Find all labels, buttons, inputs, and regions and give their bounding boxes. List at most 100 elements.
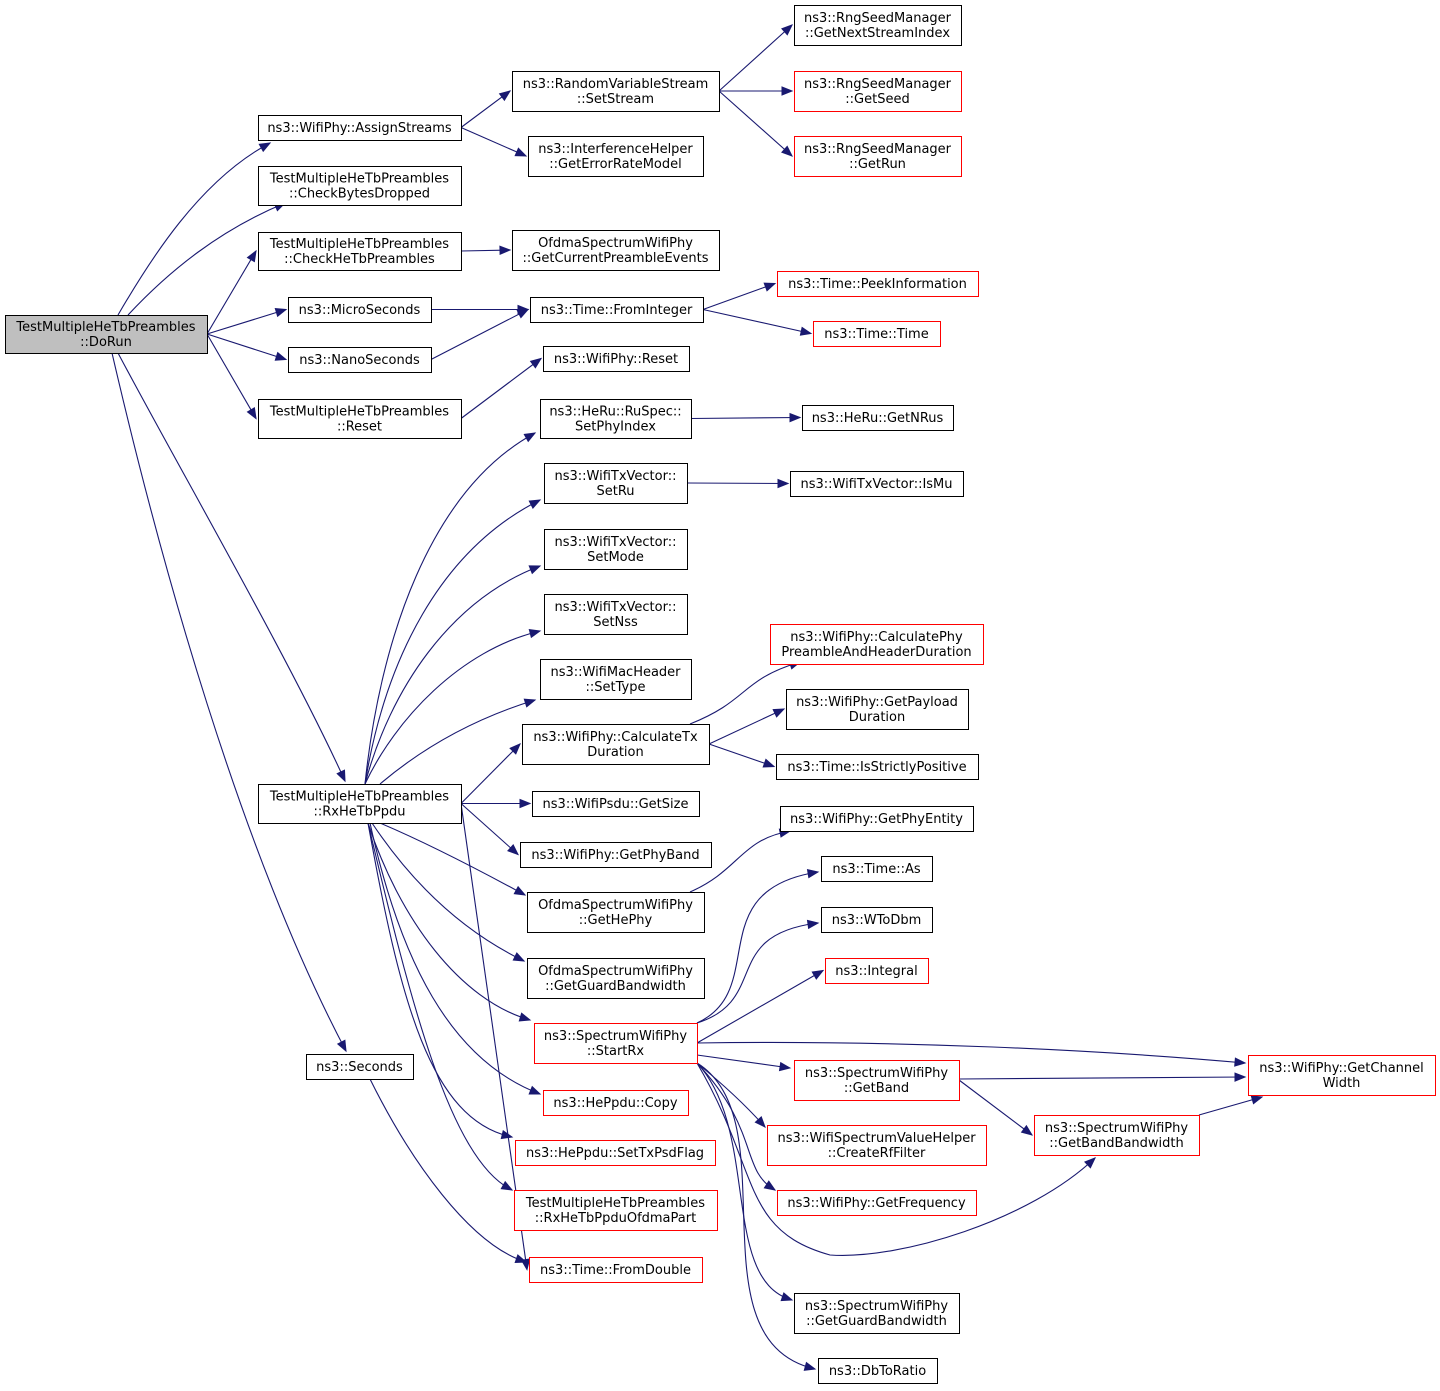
node-ismu[interactable]: ns3::WifiTxVector::IsMu: [790, 471, 964, 497]
node-label: ns3::RngSeedManager: [804, 77, 952, 92]
node-label: ns3::SpectrumWifiPhy: [805, 1299, 948, 1314]
node-label: ns3::RandomVariableStream: [523, 77, 709, 92]
arrowhead-icon: [1020, 1124, 1034, 1136]
node-label: ns3::WifiPhy::GetFrequency: [787, 1196, 966, 1211]
node-isstrict[interactable]: ns3::Time::IsStrictlyPositive: [776, 754, 979, 780]
arrowhead-icon: [781, 24, 793, 36]
node-label: ::GetGuardBandwidth: [806, 1314, 947, 1329]
edge-line: [117, 142, 271, 316]
node-ofdmaguard[interactable]: OfdmaSpectrumWifiPhy::GetGuardBandwidth: [527, 958, 705, 999]
node-box: [786, 689, 969, 730]
edge-layer: [111, 24, 1264, 1371]
node-getphyband[interactable]: ns3::WifiPhy::GetPhyBand: [520, 842, 712, 868]
edge-line: [369, 1078, 527, 1263]
node-nextstream[interactable]: ns3::RngSeedManager::GetNextStreamIndex: [794, 5, 962, 46]
node-label: ns3::Time::FromInteger: [541, 303, 693, 318]
node-createrf[interactable]: ns3::WifiSpectrumValueHelper::CreateRfFi…: [767, 1125, 987, 1166]
node-phyreset[interactable]: ns3::WifiPhy::Reset: [543, 346, 690, 372]
edge-line: [686, 482, 789, 485]
node-label: ::GetSeed: [845, 92, 909, 107]
arrowhead-icon: [246, 249, 257, 263]
node-label: ns3::Time::IsStrictlyPositive: [787, 760, 966, 775]
edge-line: [379, 699, 536, 785]
node-frominteger[interactable]: ns3::Time::FromInteger: [530, 297, 704, 323]
edge-startrx-to-spguard: [696, 1062, 794, 1302]
node-label: ns3::Integral: [835, 964, 917, 979]
arrowhead-icon: [528, 499, 542, 509]
node-getseed[interactable]: ns3::RngSeedManager::GetSeed: [794, 71, 962, 112]
node-getbandbw[interactable]: ns3::SpectrumWifiPhy::GetBandBandwidth: [1034, 1115, 1200, 1156]
node-integral[interactable]: ns3::Integral: [825, 958, 929, 984]
node-seconds[interactable]: ns3::Seconds: [306, 1054, 414, 1080]
node-checkhetb[interactable]: TestMultipleHeTbPreambles::CheckHeTbPrea…: [258, 232, 462, 271]
node-errmodel[interactable]: ns3::InterferenceHelper::GetErrorRateMod…: [528, 136, 704, 177]
node-box: [813, 321, 941, 347]
arrowhead-icon: [519, 798, 532, 809]
node-label: ns3::WifiPhy::GetPhyBand: [531, 848, 699, 863]
node-curpre[interactable]: OfdmaSpectrumWifiPhy::GetCurrentPreamble…: [512, 230, 720, 271]
arrowhead-icon: [778, 1061, 792, 1072]
node-setstream[interactable]: ns3::RandomVariableStream::SetStream: [512, 71, 720, 112]
node-label: OfdmaSpectrumWifiPhy: [538, 898, 693, 913]
node-startrx[interactable]: ns3::SpectrumWifiPhy::StartRx: [534, 1023, 698, 1064]
node-timeas[interactable]: ns3::Time::As: [821, 856, 933, 882]
node-getfreq[interactable]: ns3::WifiPhy::GetFrequency: [777, 1190, 977, 1216]
node-label: ns3::SpectrumWifiPhy: [805, 1066, 948, 1081]
node-spguard[interactable]: ns3::SpectrumWifiPhy::GetGuardBandwidth: [794, 1293, 960, 1334]
node-label: ns3::WifiPhy::AssignStreams: [267, 121, 452, 136]
arrowhead-icon: [512, 952, 526, 962]
node-micro[interactable]: ns3::MicroSeconds: [288, 297, 432, 323]
node-setru[interactable]: ns3::WifiTxVector::SetRu: [544, 463, 688, 504]
node-peekinfo[interactable]: ns3::Time::PeekInformation: [777, 271, 979, 297]
node-label: ns3::WifiPsdu::GetSize: [543, 797, 689, 812]
edge-line: [958, 1079, 1033, 1136]
node-getphyentity[interactable]: ns3::WifiPhy::GetPhyEntity: [780, 806, 974, 832]
node-getband[interactable]: ns3::SpectrumWifiPhy::GetBand: [794, 1060, 960, 1101]
node-label: Duration: [587, 745, 643, 760]
node-setphyindex[interactable]: ns3::HeRu::RuSpec::SetPhyIndex: [540, 399, 692, 439]
node-setnss[interactable]: ns3::WifiTxVector::SetNss: [544, 594, 688, 635]
node-label: ns3::WifiTxVector::: [554, 535, 676, 550]
arrowhead-icon: [274, 351, 288, 361]
node-rxhetb[interactable]: TestMultipleHeTbPreambles::RxHeTbPpdu: [258, 784, 462, 824]
node-calcphy[interactable]: ns3::WifiPhy::CalculatePhyPreambleAndHea…: [770, 624, 984, 665]
edge-rxhetb-to-setnss: [364, 629, 542, 785]
node-layer: TestMultipleHeTbPreambles::DoRunns3::Wif…: [5, 5, 1436, 1384]
node-heppducopy[interactable]: ns3::HePpdu::Copy: [543, 1090, 689, 1116]
node-box: [543, 1090, 689, 1116]
node-checkbytes[interactable]: TestMultipleHeTbPreambles::CheckBytesDro…: [258, 166, 462, 206]
node-dbtoratio[interactable]: ns3::DbToRatio: [818, 1358, 938, 1384]
node-label: ns3::HePpdu::SetTxPsdFlag: [526, 1146, 704, 1161]
arrowhead-icon: [806, 919, 820, 930]
node-getrun[interactable]: ns3::RngSeedManager::GetRun: [794, 136, 962, 177]
node-label: ns3::WifiTxVector::IsMu: [800, 477, 952, 492]
edge-getband-to-getbandbw: [958, 1079, 1034, 1136]
edge-startrx-to-getchannelwidth: [696, 1041, 1247, 1067]
node-gethephy[interactable]: OfdmaSpectrumWifiPhy::GetHePhy: [527, 892, 705, 933]
node-box: [512, 230, 720, 271]
node-getnrus[interactable]: ns3::HeRu::GetNRus: [802, 405, 954, 431]
node-reset[interactable]: TestMultipleHeTbPreambles::Reset: [258, 399, 462, 439]
node-label: ns3::RngSeedManager: [804, 11, 952, 26]
edge-assignstreams-to-setstream: [460, 90, 512, 128]
node-box: [530, 297, 704, 323]
edge-calctx-to-isstrict: [708, 743, 776, 768]
edge-rxhetb-to-startrx: [367, 822, 532, 1022]
edge-line: [460, 358, 542, 419]
node-assignstreams[interactable]: ns3::WifiPhy::AssignStreams: [258, 115, 462, 141]
node-settype[interactable]: ns3::WifiMacHeader::SetType: [540, 659, 692, 700]
node-fromdouble[interactable]: ns3::Time::FromDouble: [529, 1257, 703, 1283]
node-setmode[interactable]: ns3::WifiTxVector::SetMode: [544, 529, 688, 570]
node-box: [527, 958, 705, 999]
node-rxofdma[interactable]: TestMultipleHeTbPreambles::RxHeTbPpduOfd…: [514, 1190, 718, 1231]
arrowhead-icon: [803, 1361, 817, 1371]
node-getsize[interactable]: ns3::WifiPsdu::GetSize: [532, 791, 700, 817]
node-timetime[interactable]: ns3::Time::Time: [813, 321, 941, 347]
node-box: [794, 1060, 960, 1101]
node-settxpsd[interactable]: ns3::HePpdu::SetTxPsdFlag: [515, 1140, 716, 1166]
node-nano[interactable]: ns3::NanoSeconds: [288, 347, 432, 373]
node-wtodbm[interactable]: ns3::WToDbm: [821, 907, 933, 933]
